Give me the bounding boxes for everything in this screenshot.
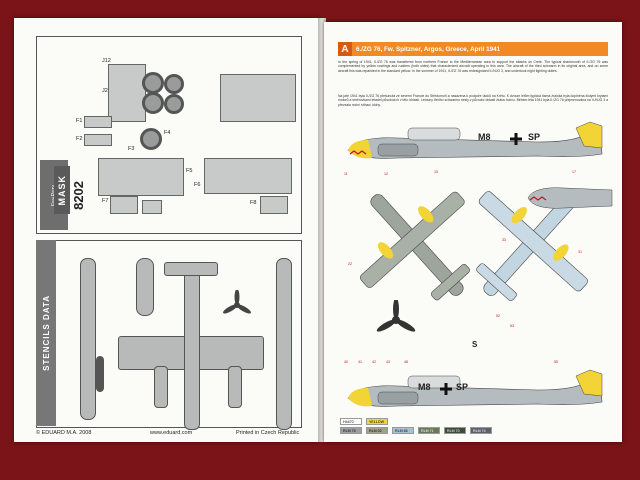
- left-page: J12 J2 F1 F2 F3 F4 F5 F6 F7 F8 Fw+Rezy M…: [14, 18, 320, 442]
- color-swatch-rlm02: RLM 02: [366, 427, 388, 434]
- balkenkreuz-icon: [510, 132, 522, 145]
- color-swatch-h4470: H4470: [340, 418, 362, 425]
- page-fold: [318, 18, 326, 442]
- section-letter: A: [338, 42, 352, 56]
- mask-part-strip: [84, 116, 112, 128]
- stencil-dark-panel: [96, 356, 104, 392]
- aircraft-side-profile-top: [347, 121, 603, 159]
- nose-detail-profile: [524, 178, 614, 214]
- part-number-label: F8: [250, 200, 257, 206]
- callout-number: 17: [572, 170, 576, 174]
- fuselage-code-right: SP: [528, 132, 541, 142]
- callout-number: 55: [554, 360, 558, 364]
- mask-part-small: [260, 196, 288, 214]
- callout-number: 31: [578, 250, 582, 254]
- stencil-fuselage-top: [184, 262, 200, 430]
- part-number-label: F1: [76, 118, 83, 124]
- mask-part-canopy: [204, 158, 292, 194]
- fuselage-code-left-bottom: M8: [418, 382, 431, 392]
- paragraph-czech: Na jaře 1941 byla II./ZG 76 přesunuta ze…: [338, 94, 608, 107]
- propeller-icon: [376, 298, 416, 340]
- website-text: www.eduard.com: [150, 430, 193, 436]
- color-swatch-rlm74: RLM 74: [470, 427, 492, 434]
- callout-number: 48: [404, 360, 408, 364]
- part-number-label: F6: [194, 182, 201, 188]
- part-number-label: J2: [102, 88, 108, 94]
- stencil-fuselage-side: [276, 258, 292, 430]
- callout-number: 52: [496, 314, 500, 318]
- mask-part-small: [110, 196, 138, 214]
- mask-wheel-dial: [164, 94, 184, 114]
- stencils-label: STENCILS DATA: [41, 295, 51, 371]
- callout-number: 22: [348, 262, 352, 266]
- part-number-label: F7: [102, 198, 109, 204]
- color-swatch-rlm71: RLM 71: [418, 427, 440, 434]
- mask-wheel-dial: [142, 72, 164, 94]
- lower-tail-letter: S: [472, 340, 478, 349]
- part-number-label: J12: [102, 58, 111, 64]
- callout-number: 43: [386, 360, 390, 364]
- balkenkreuz-icon: [440, 382, 452, 395]
- mask-part-canopy: [98, 158, 184, 196]
- callout-number: 11: [344, 172, 348, 176]
- part-number-label: F5: [186, 168, 193, 174]
- profile-title: 6./ZG 76, Fw. Spitzner, Argos, Greece, A…: [356, 45, 501, 53]
- part-number-label: F2: [76, 136, 83, 142]
- color-swatch-yellow: YELLOW: [366, 418, 388, 425]
- part-number-label: F4: [164, 130, 171, 136]
- product-number: 8202: [70, 180, 86, 210]
- stencil-engine: [154, 366, 168, 408]
- right-page: A 6./ZG 76, Fw. Spitzner, Argos, Greece,…: [324, 22, 622, 442]
- profile-header: A 6./ZG 76, Fw. Spitzner, Argos, Greece,…: [338, 42, 608, 56]
- aircraft-bottom-view: [476, 191, 588, 301]
- copyright-text: © EDUARD M.A. 2008: [36, 430, 92, 436]
- stencils-bar: STENCILS DATA: [36, 240, 56, 426]
- mask-sheet-frame: [36, 36, 302, 234]
- mask-part-small: [142, 200, 162, 214]
- aircraft-side-profile-bottom: [347, 369, 603, 407]
- color-swatch-rlm75: RLM 75: [340, 427, 362, 434]
- paragraph-english: In the spring of 1941, II./ZG 76 was tra…: [338, 60, 608, 73]
- callout-number: 15: [434, 170, 438, 174]
- mask-wheel-dial: [164, 74, 184, 94]
- mask-part-panel: [108, 64, 146, 122]
- stencil-nose: [136, 258, 154, 316]
- mask-part-panel: [220, 74, 296, 122]
- mask-label-bar: MASK: [54, 166, 70, 214]
- callout-number: 40: [344, 360, 348, 364]
- aircraft-top-view: [360, 191, 470, 301]
- color-swatch-rlm65: RLM 65: [392, 427, 414, 434]
- mask-part-strip: [84, 134, 112, 146]
- callout-number: 33: [502, 238, 506, 242]
- fuselage-code-right-bottom: SP: [456, 382, 469, 392]
- part-number-label: F3: [128, 146, 135, 152]
- callout-number: 12: [384, 172, 388, 176]
- stencil-fuselage-side: [80, 258, 96, 420]
- callout-number: 42: [372, 360, 376, 364]
- callout-number: 41: [358, 360, 362, 364]
- mask-label: MASK: [57, 174, 67, 206]
- stencil-tailplane: [164, 262, 218, 276]
- fuselage-code-left: M8: [478, 132, 491, 142]
- color-swatch-rlm70: RLM 70: [444, 427, 466, 434]
- stencil-propeller-icon: [222, 289, 252, 320]
- callout-number: 53: [510, 324, 514, 328]
- mask-wheel-dial: [142, 92, 164, 114]
- printed-text: Printed in Czech Republic: [236, 430, 300, 436]
- mask-wheel-dial: [140, 128, 162, 150]
- stencil-engine: [228, 366, 242, 408]
